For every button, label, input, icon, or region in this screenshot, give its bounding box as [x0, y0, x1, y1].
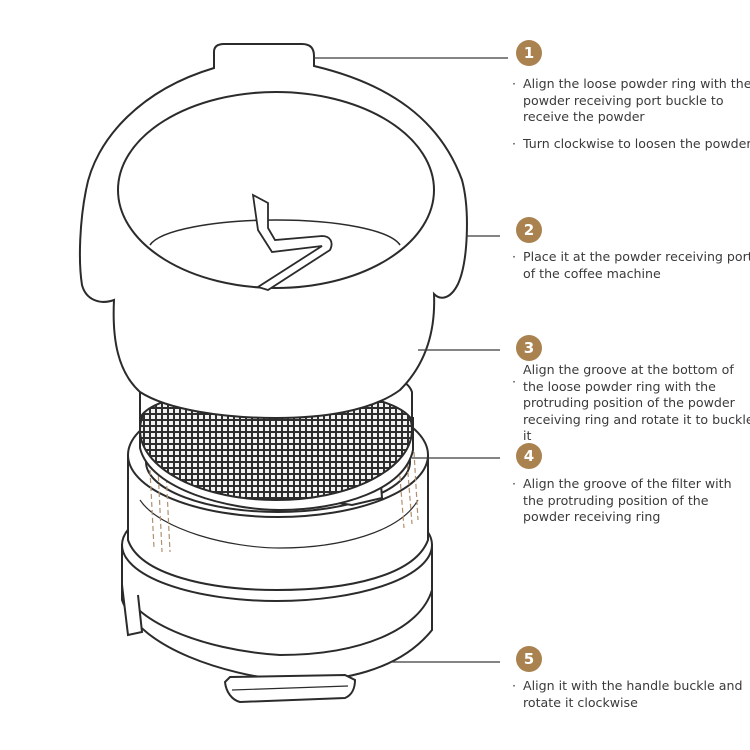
step-number-badge: 4: [516, 443, 542, 469]
step-instruction: · Turn clockwise to loosen the powder: [512, 136, 750, 151]
step-instruction: · Align the loose powder ring with the p…: [512, 76, 750, 124]
leader-lines: [313, 57, 508, 663]
step-number-badge: 2: [516, 217, 542, 243]
step-number-badge: 5: [516, 646, 542, 672]
step-instruction: · Place it at the powder receiving port …: [512, 249, 750, 281]
bullet: ·: [512, 249, 517, 264]
step-number-badge: 3: [516, 335, 542, 361]
loose-powder-ring: [78, 43, 468, 420]
bullet: ·: [512, 136, 517, 151]
bullet: ·: [512, 476, 517, 491]
bullet: ·: [512, 374, 517, 389]
bullet: ·: [512, 678, 517, 693]
step-number-badge: 1: [516, 40, 542, 66]
step-instruction: · Align it with the handle buckle and ro…: [512, 678, 743, 710]
bullet: ·: [512, 76, 517, 91]
step-instruction: · Align the groove of the filter with th…: [512, 476, 732, 524]
step-instruction: · Align the groove at the bottom of the …: [512, 362, 750, 443]
